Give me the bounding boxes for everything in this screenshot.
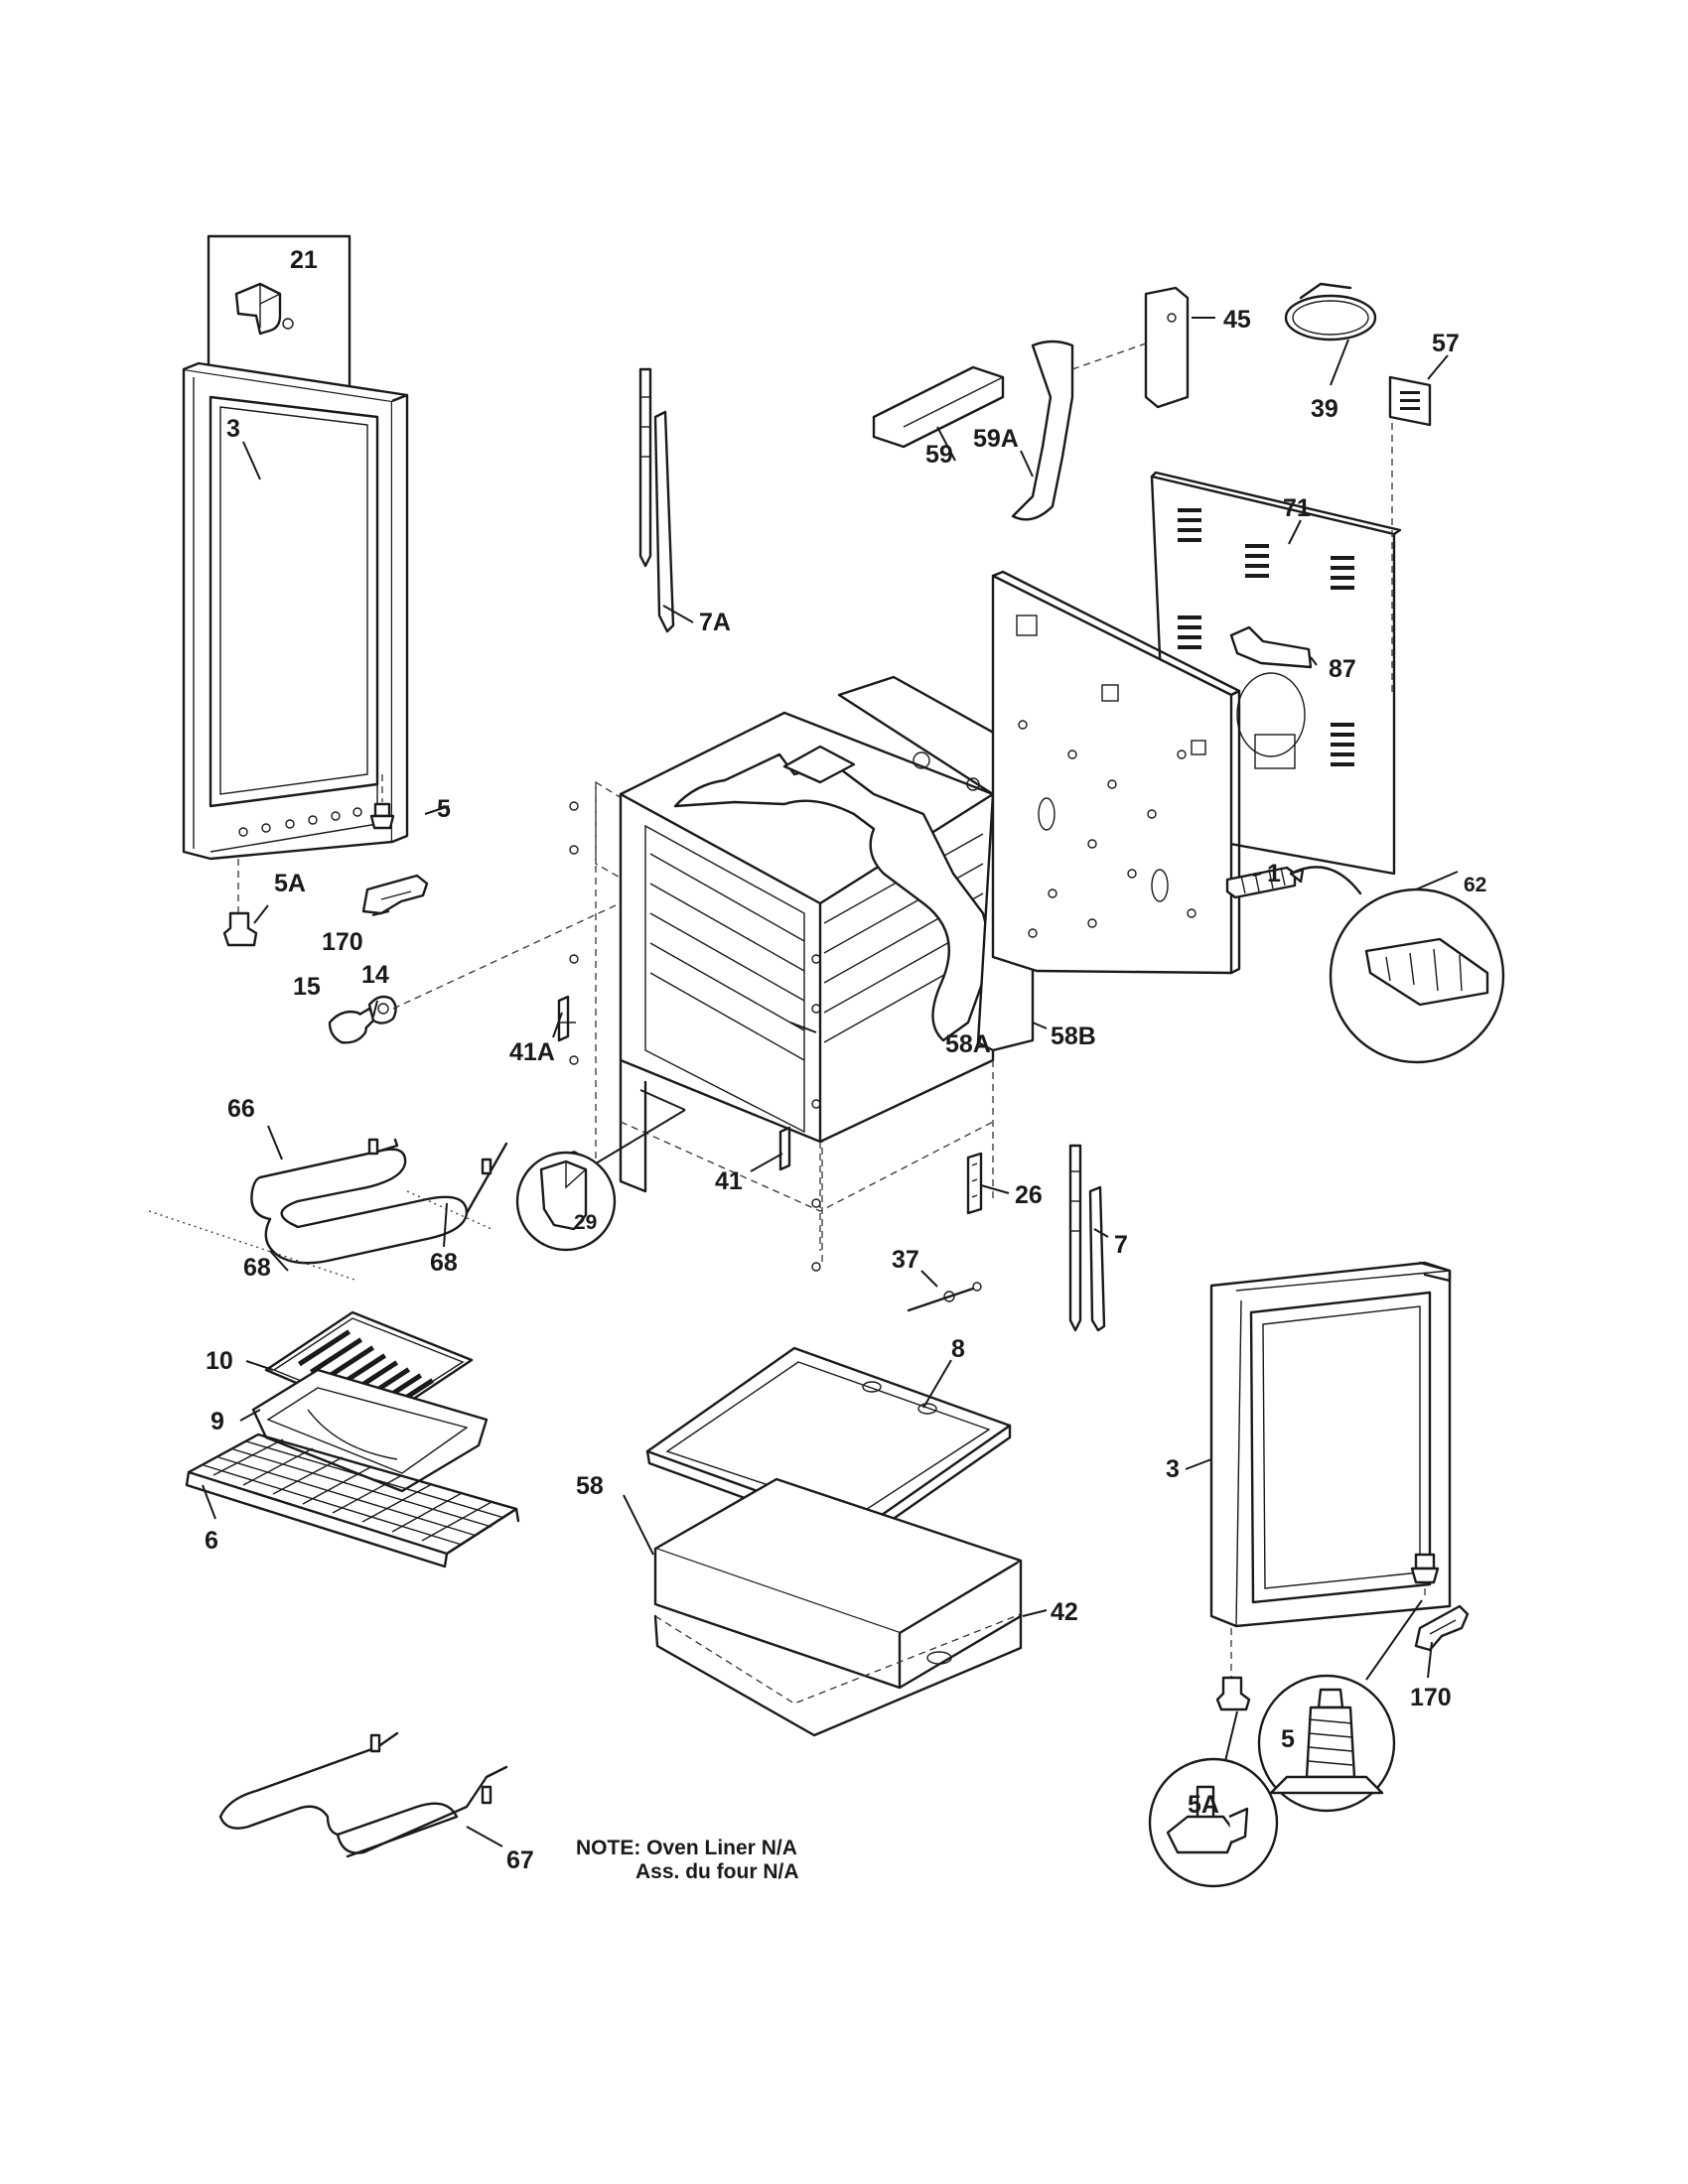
oven-light-bulb-15 xyxy=(328,1007,377,1044)
label-9: 9 xyxy=(211,1408,224,1435)
label-39: 39 xyxy=(1311,395,1338,423)
label-67: 67 xyxy=(506,1846,534,1874)
broil-element-66 xyxy=(148,1138,508,1282)
label-1: 1 xyxy=(1267,860,1281,887)
label-58b: 58B xyxy=(1051,1023,1096,1050)
label-5a-right: 5A xyxy=(1188,1791,1219,1819)
duct-59a xyxy=(1011,340,1074,521)
leader-lines xyxy=(202,317,1449,1847)
duct-59 xyxy=(872,365,1005,449)
part-21-inset xyxy=(207,234,352,390)
label-59: 59 xyxy=(925,441,953,469)
label-21: 21 xyxy=(290,246,318,274)
door-hinge-right-170 xyxy=(1414,1604,1470,1652)
back-panel-1 xyxy=(991,570,1241,975)
note-line-2: Ass. du four N/A xyxy=(635,1860,799,1883)
label-42: 42 xyxy=(1051,1598,1078,1626)
bracket-detail-29 xyxy=(515,1089,686,1252)
oven-door-right xyxy=(1209,1261,1452,1628)
leveling-leg-detail-5 xyxy=(1257,1599,1423,1813)
label-5-right: 5 xyxy=(1281,1725,1295,1753)
note-block: NOTE: Oven Liner N/A Ass. du four N/A xyxy=(576,1837,799,1883)
label-68-right: 68 xyxy=(430,1249,458,1277)
oven-cabinet-body xyxy=(569,711,995,1272)
label-45: 45 xyxy=(1223,306,1251,334)
label-8: 8 xyxy=(951,1335,965,1363)
terminal-block-62 xyxy=(1225,866,1362,899)
oven-rack-6 xyxy=(185,1433,520,1569)
label-87: 87 xyxy=(1329,655,1356,683)
rack-support-7a xyxy=(638,367,675,633)
label-37: 37 xyxy=(892,1246,919,1274)
label-58a: 58A xyxy=(945,1030,991,1058)
label-7: 7 xyxy=(1114,1231,1128,1259)
label-68-left: 68 xyxy=(243,1254,271,1282)
label-71: 71 xyxy=(1283,494,1311,522)
label-7a: 7A xyxy=(699,609,731,636)
label-5a-left: 5A xyxy=(274,870,306,897)
label-66: 66 xyxy=(227,1095,255,1123)
bracket-41a xyxy=(557,995,576,1042)
bracket-41 xyxy=(778,1126,791,1171)
label-170-left: 170 xyxy=(322,928,363,956)
power-cord-39 xyxy=(1284,282,1377,341)
label-58: 58 xyxy=(576,1472,604,1500)
label-59a: 59A xyxy=(973,425,1019,453)
broiler-pan-9 xyxy=(251,1368,489,1493)
label-3-left: 3 xyxy=(226,415,240,443)
bracket-26 xyxy=(966,1152,983,1215)
bracket-87 xyxy=(1229,625,1313,669)
bottom-insulation-58 xyxy=(653,1477,1023,1690)
label-5-left: 5 xyxy=(437,795,451,823)
leveling-leg-right-5 xyxy=(1410,1553,1440,1598)
label-26: 26 xyxy=(1015,1181,1043,1209)
light-socket-14 xyxy=(367,904,617,1024)
sensor-37 xyxy=(907,1282,982,1312)
callout-labels: 21 3 5 5A 170 15 14 66 68 68 10 9 6 67 7… xyxy=(205,246,1486,1874)
leg-bracket-detail-5a xyxy=(1148,1710,1279,1888)
label-41a: 41A xyxy=(509,1038,555,1066)
label-41: 41 xyxy=(715,1167,743,1195)
leveling-leg-left-5 xyxy=(369,774,395,830)
label-14: 14 xyxy=(361,961,389,989)
label-3-right: 3 xyxy=(1166,1455,1180,1483)
door-hinge-left-170 xyxy=(361,874,429,915)
terminal-block-45 xyxy=(1071,286,1190,409)
label-15: 15 xyxy=(293,973,321,1001)
bottom-panel-42 xyxy=(653,1612,1023,1737)
label-62: 62 xyxy=(1464,874,1486,896)
rear-insulation-58b xyxy=(837,675,1035,1052)
label-29: 29 xyxy=(574,1211,597,1234)
terminal-block-62-detail xyxy=(1329,871,1505,1064)
oven-door-left xyxy=(182,361,409,861)
label-57: 57 xyxy=(1432,330,1460,357)
bake-element-67 xyxy=(218,1731,508,1858)
rack-support-7 xyxy=(1068,1144,1106,1332)
leg-bracket-left-5a xyxy=(222,859,258,947)
note-line-1: NOTE: Oven Liner N/A xyxy=(576,1837,797,1859)
label-170-right: 170 xyxy=(1410,1684,1452,1711)
access-cover-57 xyxy=(1388,375,1432,695)
label-10: 10 xyxy=(206,1347,233,1375)
leg-bracket-right-5a xyxy=(1215,1628,1251,1711)
label-6: 6 xyxy=(205,1527,218,1555)
